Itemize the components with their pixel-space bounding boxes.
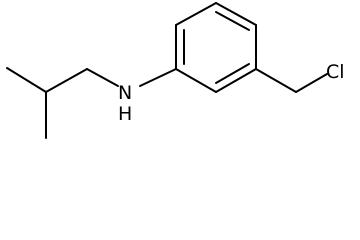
bond-ring-to-ch2cl [255, 68, 297, 93]
ring-bond-c3-c4 [215, 2, 257, 26]
bond-n-to-ring [139, 68, 177, 87]
nitrogen-atom-label: N [118, 82, 132, 104]
ring-bond-c5-c6 [215, 68, 257, 93]
chlorine-atom-label: Cl [326, 61, 345, 83]
ring-bond-c6-c1 [175, 68, 217, 93]
bond-ch2-to-cl [295, 73, 328, 93]
ring-double-bond-inner-top [215, 11, 250, 31]
ring-bond-c2-c3 [175, 2, 217, 26]
bond-ch-to-ch2 [45, 68, 88, 93]
bond-ch2-to-n [86, 68, 119, 87]
ring-double-bond-inner-bottom [215, 63, 250, 84]
amine-hydrogen-label: H [118, 103, 132, 125]
bond-methyl-upper-to-ch [6, 67, 47, 93]
molecule-structure-diagram: N H Cl [6, 2, 345, 139]
